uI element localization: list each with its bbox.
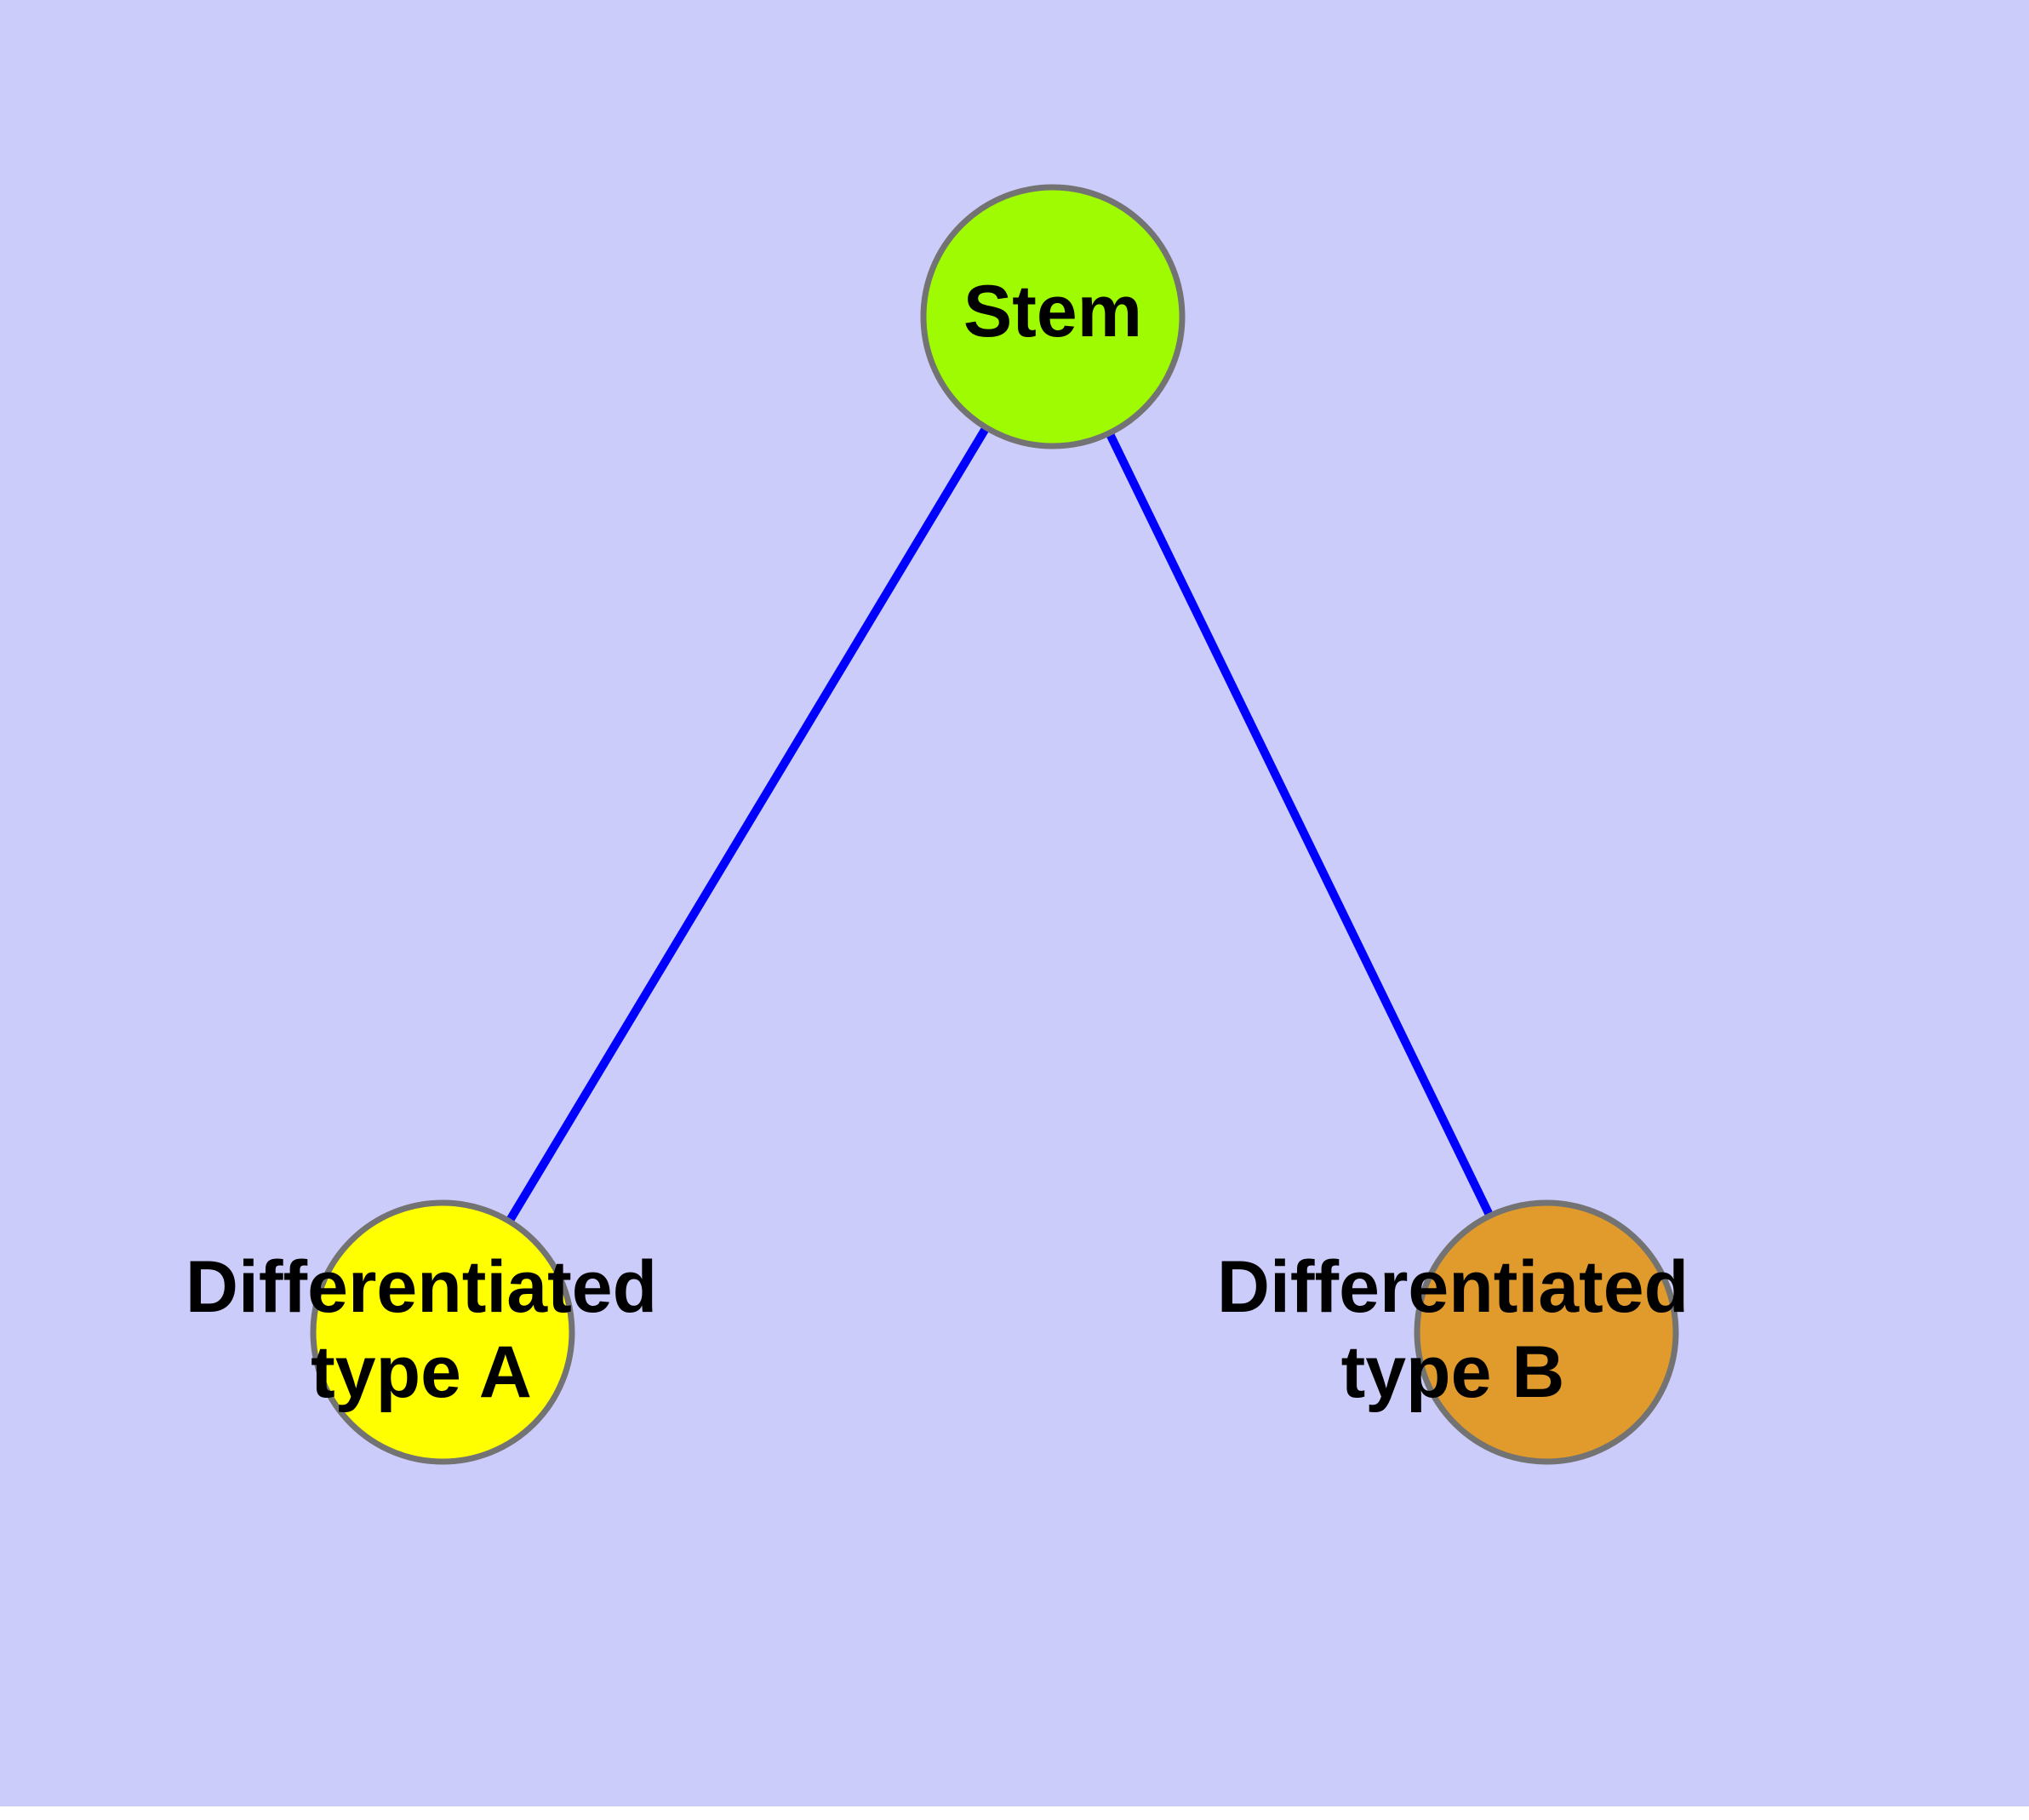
graph-node-diff-b[interactable] xyxy=(1414,1199,1679,1465)
edges-layer xyxy=(438,314,1551,1335)
node-label-line: type A xyxy=(311,1331,532,1413)
graph-node-stem[interactable] xyxy=(920,184,1186,449)
graph-edge-stem-to-diff-b[interactable] xyxy=(1049,314,1551,1335)
graph-edge-stem-to-diff-a[interactable] xyxy=(438,314,1057,1335)
node-circle-diff-a[interactable] xyxy=(310,1199,575,1465)
graph-node-diff-a[interactable] xyxy=(310,1199,575,1465)
node-label-stem: Stem xyxy=(963,271,1142,352)
node-circle-diff-b[interactable] xyxy=(1414,1199,1679,1465)
node-circle-stem[interactable] xyxy=(920,184,1186,449)
node-label-line: Differentiated xyxy=(186,1246,657,1328)
node-label-line: type B xyxy=(1341,1331,1565,1413)
node-label-line: Differentiated xyxy=(1217,1246,1689,1328)
node-label-line: Stem xyxy=(963,271,1142,352)
